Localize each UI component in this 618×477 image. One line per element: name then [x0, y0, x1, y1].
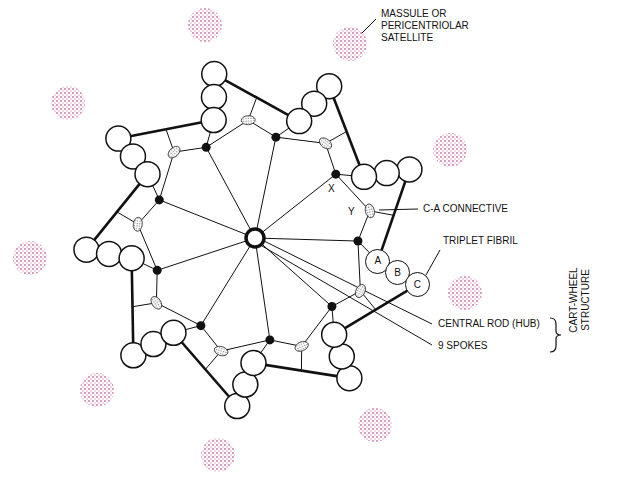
leader-line — [379, 209, 418, 210]
spoke — [157, 238, 255, 270]
spoke-node — [153, 266, 162, 275]
pericentriolar-satellite — [358, 408, 392, 442]
spoke-node — [327, 302, 336, 311]
microtubule — [97, 241, 122, 266]
leader-line — [426, 250, 440, 275]
ca-connective — [364, 203, 376, 219]
microtubule — [201, 85, 226, 110]
microtubule — [119, 246, 144, 271]
microtubule — [201, 108, 226, 133]
ca-connective — [213, 345, 229, 358]
tubule-letter: C — [414, 280, 421, 290]
brace — [550, 318, 561, 352]
pericentriolar-satellite — [80, 373, 114, 407]
spoke-node — [353, 237, 362, 246]
pericentriolar-satellite — [51, 86, 85, 120]
spoke-node — [202, 143, 211, 152]
ca-connective — [293, 339, 309, 353]
callout-label: MASSULE OR PERICENTRIOLAR SATELLITE — [380, 8, 492, 44]
pericentriolar-satellite — [201, 438, 235, 472]
microtubule — [74, 237, 99, 262]
leader-line — [264, 241, 432, 324]
microtubule — [135, 162, 160, 187]
spoke — [255, 238, 358, 241]
spoke — [255, 174, 336, 238]
tubule-letter: A — [374, 256, 381, 266]
spoke-node — [265, 335, 274, 344]
central-hub — [246, 229, 264, 247]
callout-label: 9 SPOKES — [437, 340, 488, 352]
spoke — [206, 147, 255, 238]
microtubule — [374, 161, 399, 186]
group-label: CART-WHEEL STRUCTURE — [568, 260, 592, 340]
spoke-node — [331, 170, 340, 179]
point-letter: Y — [348, 206, 355, 218]
callout-label: TRIPLET FIBRIL — [442, 235, 519, 247]
outer-linker — [173, 333, 237, 406]
spoke-node — [155, 195, 164, 204]
microtubule — [322, 322, 347, 347]
ca-connective — [317, 136, 334, 152]
microtubule — [202, 62, 227, 87]
tubule-circle: C — [405, 272, 430, 297]
spoke — [255, 238, 270, 340]
pericentriolar-satellite — [13, 241, 47, 275]
pericentriolar-satellite — [448, 276, 482, 310]
ca-connective — [241, 115, 255, 125]
leader-line — [262, 246, 432, 345]
spoke — [201, 238, 255, 326]
microtubule — [352, 164, 377, 189]
spoke — [159, 200, 255, 238]
ca-connective — [353, 283, 367, 300]
microtubule — [161, 320, 186, 345]
microtubule — [397, 157, 422, 182]
callout-label: CENTRAL ROD (HUB) — [437, 318, 541, 330]
ca-connective — [133, 217, 144, 232]
leader-line — [362, 19, 376, 33]
pericentriolar-satellite — [333, 27, 367, 61]
spoke — [255, 137, 276, 238]
outer-linker — [86, 174, 147, 249]
spoke-node — [196, 321, 205, 330]
pericentriolar-satellite — [433, 133, 467, 167]
pericentriolar-satellite — [188, 8, 222, 42]
microtubule — [287, 109, 312, 134]
spoke-node — [271, 133, 280, 142]
ca-connective — [149, 294, 164, 311]
point-letter: X — [328, 183, 335, 195]
outer-linker — [334, 285, 417, 335]
ca-connective — [166, 144, 182, 160]
callout-label: C-A CONNECTIVE — [422, 203, 509, 215]
microtubule — [241, 350, 266, 375]
inner-ring — [138, 120, 370, 351]
tubule-letter: B — [394, 268, 401, 278]
